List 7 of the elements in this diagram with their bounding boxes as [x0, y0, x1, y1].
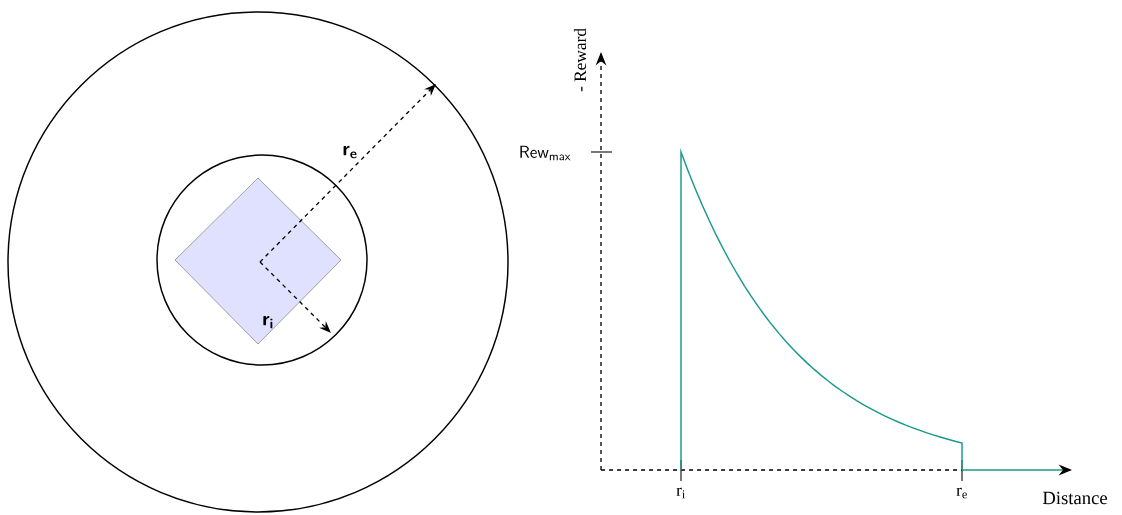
tick-label: Rew$_{max}$ [520, 145, 571, 161]
tick-label: r$_{e}$ [956, 487, 967, 499]
axis-label: - Reward [573, 28, 587, 92]
axis-label: Distance [1042, 491, 1107, 505]
radius-label: r$_{e}$ [343, 145, 357, 159]
radius-label: r$_{i}$ [263, 315, 273, 329]
tick-label: r$_{i}$ [676, 487, 685, 499]
